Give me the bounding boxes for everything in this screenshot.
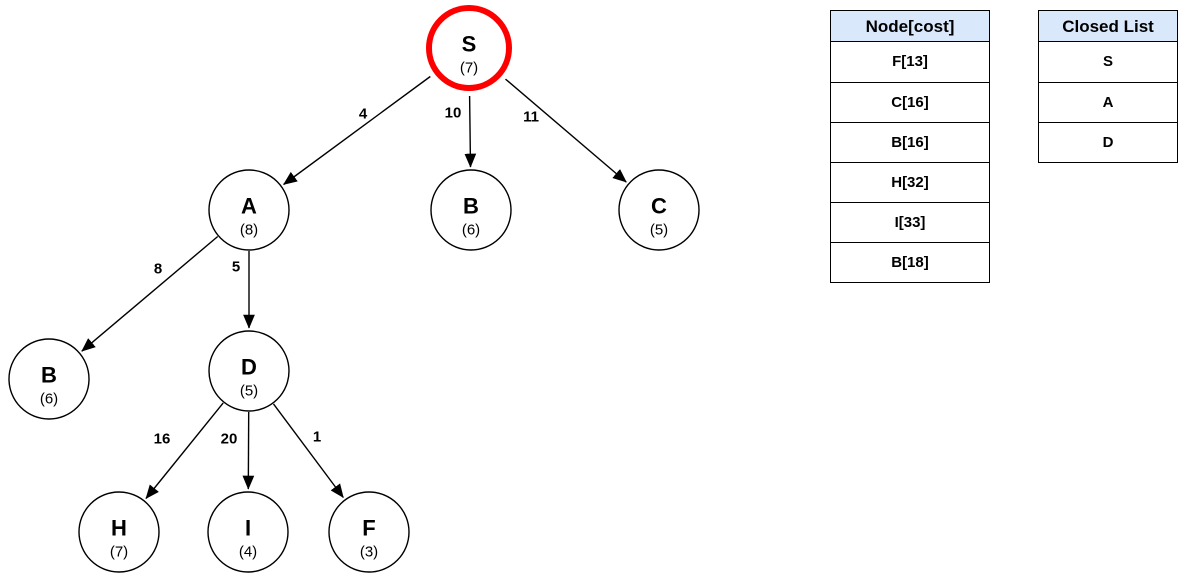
open-list-header: Node[cost]	[831, 11, 989, 42]
node-D: D (5)	[208, 330, 290, 412]
edge-weight-label: 5	[232, 259, 240, 276]
edge-S-C	[505, 78, 627, 183]
edge-S-A	[283, 75, 431, 186]
node-cost-label: (4)	[239, 544, 257, 561]
open-list-row: I[33]	[831, 202, 989, 242]
node-cost-label: (8)	[240, 222, 258, 239]
node-circle	[328, 491, 410, 573]
edge-weight-label: 11	[523, 109, 539, 126]
edge-S-B1	[464, 95, 477, 168]
closed-list-header: Closed List	[1039, 11, 1177, 42]
node-label: B	[41, 363, 57, 388]
node-label: A	[241, 194, 257, 219]
node-S: S (7)	[426, 5, 512, 91]
closed-list-row: A	[1039, 82, 1177, 122]
node-cost-label: (5)	[650, 222, 668, 239]
closed-list-row: S	[1039, 42, 1177, 82]
edge-weight-label: 20	[221, 431, 238, 448]
node-circle	[430, 169, 512, 251]
edge-weight-label: 1	[313, 429, 321, 446]
open-list-row: H[32]	[831, 162, 989, 202]
node-C: C (5)	[618, 169, 700, 251]
node-label: I	[245, 516, 251, 541]
node-B: B (6)	[8, 338, 90, 420]
node-circle	[618, 169, 700, 251]
edge-D-F	[272, 403, 344, 499]
node-cost-label: (7)	[460, 60, 478, 77]
open-list-table: Node[cost] F[13]C[16]B[16]H[32]I[33]B[18…	[830, 10, 990, 283]
node-circle	[8, 338, 90, 420]
edge-weight-label: 16	[154, 431, 171, 448]
node-circle	[207, 491, 289, 573]
closed-list-row: D	[1039, 122, 1177, 162]
node-label: S	[462, 32, 477, 57]
node-circle	[208, 169, 290, 251]
node-B: B (6)	[430, 169, 512, 251]
edge-D-H	[145, 402, 224, 500]
search-tree-diagram: 4 10 11 8 5 16 20 1 S (7) A (8) B (6) C (5) B (6) D (5) H (7)…	[8, 5, 700, 573]
node-cost-label: (3)	[360, 544, 378, 561]
node-label: D	[241, 355, 257, 380]
node-label: C	[651, 194, 667, 219]
edge-weight-label: 4	[359, 106, 368, 123]
node-H: H (7)	[78, 491, 160, 573]
open-list-rows: F[13]C[16]B[16]H[32]I[33]B[18]	[831, 42, 989, 282]
open-list-row: B[18]	[831, 242, 989, 282]
open-list-row: C[16]	[831, 82, 989, 122]
node-F: F (3)	[328, 491, 410, 573]
node-label: F	[362, 516, 375, 541]
node-label: H	[111, 516, 127, 541]
node-cost-label: (7)	[110, 544, 128, 561]
edge-weight-label: 8	[154, 261, 162, 278]
node-I: I (4)	[207, 491, 289, 573]
node-cost-label: (5)	[240, 383, 258, 400]
open-list-row: B[16]	[831, 122, 989, 162]
node-label: B	[463, 194, 479, 219]
node-circle-highlighted	[426, 5, 512, 91]
open-list-row: F[13]	[831, 42, 989, 82]
node-cost-label: (6)	[40, 391, 58, 408]
node-circle	[208, 330, 290, 412]
edge-weight-label: 10	[445, 105, 462, 122]
edge-A-B2	[81, 235, 219, 352]
node-circle	[78, 491, 160, 573]
node-cost-label: (6)	[462, 222, 480, 239]
node-A: A (8)	[208, 169, 290, 251]
